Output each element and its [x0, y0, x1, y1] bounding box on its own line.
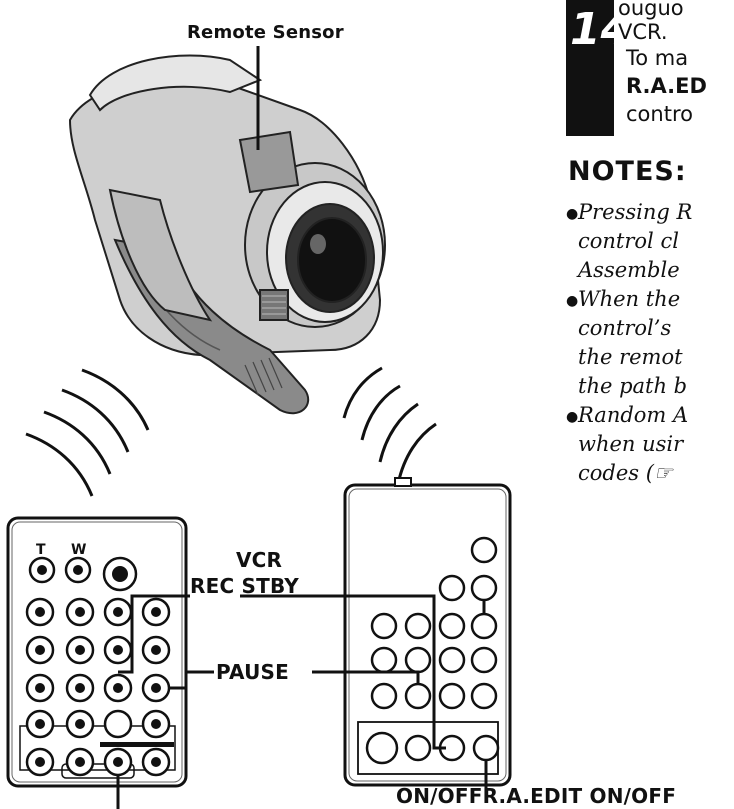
note-bullet-1: ●: [566, 206, 579, 222]
remote-control-right: [343, 477, 512, 787]
step-text-line-4: contro: [626, 102, 693, 126]
note-1-line-1: Pressing R: [578, 200, 693, 224]
note-3-line-3: codes (☞: [578, 461, 673, 485]
camcorder-illustration: [68, 54, 386, 415]
note-2-line-2: control’s: [578, 316, 672, 340]
remote-key-t-label: T: [36, 542, 46, 558]
note-3-line-1: Random A: [578, 403, 689, 427]
step-number-box: [566, 0, 614, 136]
step-text-line-0: ouguo: [618, 0, 684, 20]
step-number: 14: [570, 4, 632, 55]
note-3-line-2: when usir: [578, 432, 684, 456]
signal-arcs-right: [342, 366, 437, 485]
note-bullet-2: ●: [566, 293, 579, 309]
note-2-line-1: When the: [578, 287, 681, 311]
label-pause: PAUSE: [216, 660, 289, 684]
step-text-line-3: R.A.ED: [626, 74, 707, 98]
note-2-line-4: the path b: [578, 374, 688, 398]
notes-title: NOTES:: [568, 156, 687, 187]
label-vcr: VCR: [236, 548, 283, 572]
step-text-line-2: To ma: [626, 46, 689, 70]
label-remote-sensor: Remote Sensor: [187, 22, 344, 43]
note-1-line-2: control cl: [578, 229, 679, 253]
callout-lines: [118, 594, 488, 790]
remote-key-w-label: W: [71, 542, 86, 558]
camcorder-remote-diagram: T W: [6, 46, 512, 809]
note-1-line-3: Assemble: [578, 258, 680, 282]
step-text-line-1: VCR.: [618, 20, 668, 44]
label-rec-stby: REC STBY: [190, 574, 299, 598]
note-2-line-3: the remot: [578, 345, 683, 369]
remote-control-left: T W: [6, 516, 188, 809]
label-on-off-ra-edit: ON/OFFR.A.EDIT ON/OFF: [396, 784, 677, 808]
note-bullet-3: ●: [566, 409, 579, 425]
signal-arcs-left: [25, 368, 150, 497]
